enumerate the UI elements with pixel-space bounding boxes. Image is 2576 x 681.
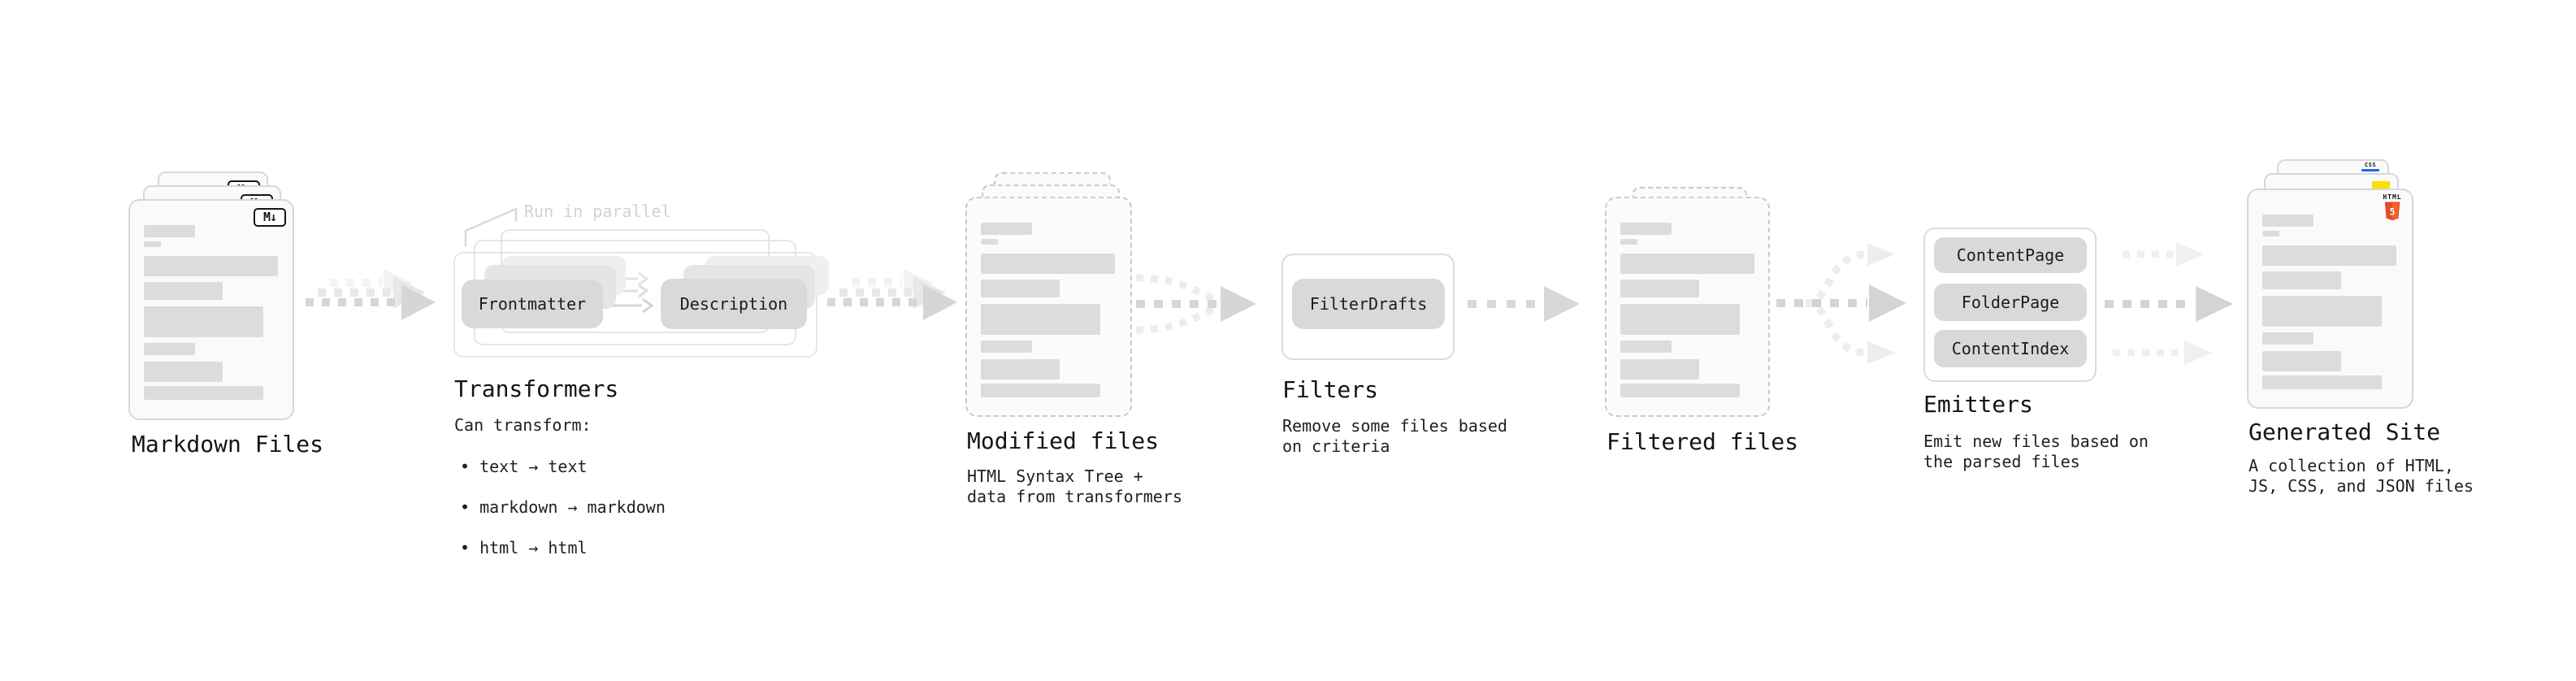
markdown-file-card-front: M↓: [128, 199, 294, 420]
skeleton-text-bar: [981, 223, 1032, 235]
skeleton-text-bar: [144, 241, 161, 247]
description-step: Description: [661, 279, 807, 329]
contentpage-step: ContentPage: [1934, 237, 2087, 273]
skeleton-text-bar: [144, 282, 223, 300]
skeleton-text-bar: [1620, 359, 1699, 380]
modified-files-desc: HTML Syntax Tree + data from transformer…: [967, 466, 1182, 506]
filtered-file-card-front: [1605, 197, 1770, 417]
contentindex-step: ContentIndex: [1934, 330, 2087, 367]
arrow-modified-to-filters: [1135, 274, 1256, 334]
skeleton-text-bar: [2262, 231, 2279, 236]
skeleton-text-bar: [981, 280, 1060, 297]
folderpage-step: FolderPage: [1934, 284, 2087, 321]
skeleton-text-bar: [981, 384, 1100, 397]
transform-bullet: text → text: [460, 457, 666, 477]
skeleton-text-bar: [2262, 271, 2341, 289]
transformers-label: Transformers: [454, 375, 619, 402]
skeleton-text-bar: [2262, 296, 2382, 327]
skeleton-text-bar: [1620, 304, 1740, 335]
markdown-files-label: Markdown Files: [132, 431, 324, 458]
skeleton-text-bar: [1620, 254, 1754, 274]
emitters-desc: Emit new files based on the parsed files: [1923, 432, 2149, 471]
html5-shield: 5: [2384, 202, 2400, 221]
generated-site-label: Generated Site: [2249, 419, 2441, 445]
modified-file-card-front: [965, 197, 1132, 417]
css-icon: CSS: [2361, 162, 2379, 171]
skeleton-text-bar: [144, 256, 278, 276]
skeleton-text-bar: [2262, 215, 2314, 227]
skeleton-text-bar: [2262, 245, 2396, 266]
transformers-desc-title: Can transform:: [454, 415, 592, 435]
skeleton-text-bar: [1620, 223, 1672, 235]
transformer-layer-front: [453, 252, 817, 358]
emitters-label: Emitters: [1923, 391, 2033, 418]
html5-icon-text: HTML: [2383, 193, 2402, 201]
filters-desc: Remove some files based on criteria: [1282, 416, 1507, 456]
generated-site-desc: A collection of HTML, JS, CSS, and JSON …: [2249, 456, 2474, 496]
skeleton-text-bar: [144, 386, 263, 400]
skeleton-text-bar: [1620, 280, 1699, 297]
markdown-icon: M↓: [254, 208, 286, 227]
skeleton-text-bar: [144, 225, 195, 237]
skeleton-text-bar: [1620, 384, 1740, 397]
skeleton-text-bar: [981, 359, 1060, 380]
run-in-parallel-label: Run in parallel: [524, 202, 671, 221]
frontmatter-step: Frontmatter: [462, 280, 603, 328]
skeleton-text-bar: [144, 343, 195, 355]
skeleton-text-bar: [144, 306, 263, 337]
skeleton-text-bar: [2262, 351, 2341, 371]
transform-bullet: html → html: [460, 538, 666, 558]
skeleton-text-bar: [1620, 239, 1637, 245]
arrow-markdown-to-transformers: [306, 269, 436, 320]
skeleton-text-bar: [981, 340, 1032, 353]
arrow-filters-to-filtered: [1468, 286, 1580, 322]
html5-icon: HTML 5: [2382, 193, 2403, 221]
transform-bullet: markdown → markdown: [460, 497, 666, 518]
css-icon-text: CSS: [2364, 162, 2377, 168]
arrow-transformers-to-modified: [827, 269, 957, 320]
filters-label: Filters: [1282, 376, 1379, 403]
filtered-files-label: Filtered files: [1607, 428, 1799, 455]
css-icon-underline: [2361, 169, 2379, 171]
skeleton-text-bar: [2262, 375, 2382, 389]
skeleton-text-bar: [2262, 332, 2314, 345]
callout-line: [464, 207, 518, 246]
arrow-filtered-to-emitters: [1776, 243, 1906, 364]
skeleton-text-bar: [981, 239, 998, 245]
skeleton-text-bar: [1620, 340, 1672, 353]
modified-files-label: Modified files: [967, 427, 1160, 454]
generated-file-card-front: HTML 5: [2247, 189, 2413, 409]
transformers-bullets: text → text markdown → markdown html → h…: [460, 436, 666, 579]
arrow-emitters-to-generated: [2105, 242, 2233, 365]
svg-text:5: 5: [2390, 206, 2396, 218]
skeleton-text-bar: [981, 254, 1115, 274]
filterdrafts-step: FilterDrafts: [1292, 279, 1445, 329]
skeleton-text-bar: [981, 304, 1100, 335]
skeleton-text-bar: [144, 362, 223, 382]
